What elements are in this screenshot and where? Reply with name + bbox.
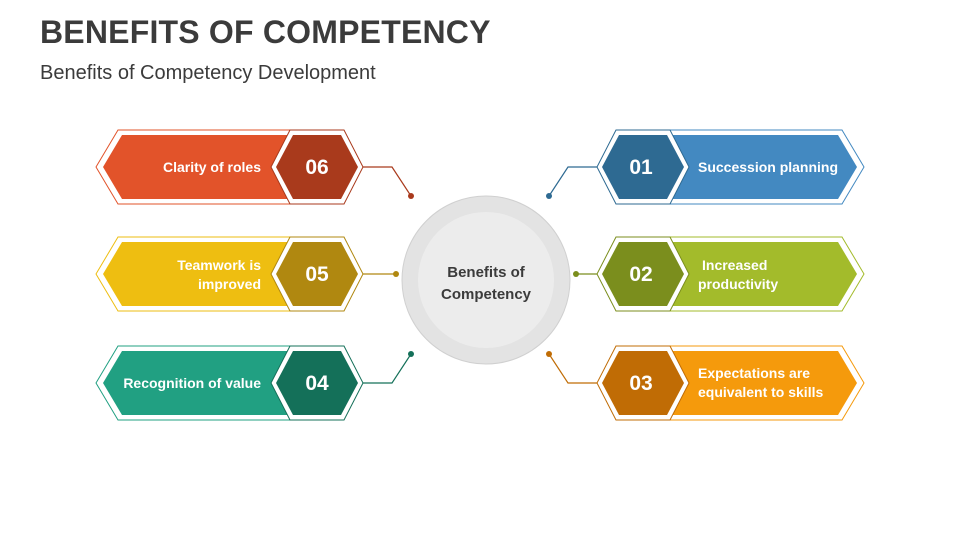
item-02-label-shape xyxy=(670,242,857,306)
item-05-label-line1: Teamwork is xyxy=(177,257,261,273)
center-text-line2: Competency xyxy=(441,286,532,303)
slide-subtitle: Benefits of Competency Development xyxy=(40,62,376,84)
connector-dot-04b xyxy=(408,351,414,357)
item-02-number: 02 xyxy=(629,263,652,286)
connector-dot-02b xyxy=(573,271,579,277)
item-01-label: Succession planning xyxy=(698,159,838,175)
item-04-label-shape xyxy=(103,351,290,415)
item-04-label-outline xyxy=(95,345,291,421)
item-06-label: Clarity of roles xyxy=(163,159,261,175)
item-05-label-line2: improved xyxy=(198,276,261,292)
item-06: Clarity of roles 06 xyxy=(95,129,364,205)
connector-dot-03b xyxy=(546,351,552,357)
item-02-label-line1: Increased xyxy=(702,257,767,273)
item-05-label-shape xyxy=(103,242,290,306)
item-01: Succession planning 01 xyxy=(596,129,865,205)
item-01-number-shape xyxy=(602,135,684,199)
item-06-label-shape xyxy=(103,135,290,199)
item-02-number-shape xyxy=(602,242,684,306)
connector-dot-01b xyxy=(546,193,552,199)
connector-dot-05b xyxy=(393,271,399,277)
center-inner-circle xyxy=(418,212,554,348)
center-node: Benefits of Competency xyxy=(401,195,571,365)
item-02-label-line2: productivity xyxy=(698,276,778,292)
item-02: Increased productivity 02 xyxy=(596,236,865,312)
item-03: Expectations are equivalent to skills 03 xyxy=(596,345,865,421)
item-03-number: 03 xyxy=(629,372,652,395)
slide-title: BENEFITS OF COMPETENCY xyxy=(40,14,491,50)
connector-06 xyxy=(358,166,412,197)
item-06-number: 06 xyxy=(305,156,328,179)
center-text-line1: Benefits of xyxy=(447,264,526,281)
item-03-label-line1: Expectations are xyxy=(698,365,810,381)
item-04-number: 04 xyxy=(305,372,329,395)
item-04-number-shape xyxy=(276,351,358,415)
item-03-label-line2: equivalent to skills xyxy=(698,384,823,400)
item-05: Teamwork is improved 05 xyxy=(95,236,364,312)
item-01-label-shape xyxy=(670,135,857,199)
item-01-number: 01 xyxy=(629,156,653,179)
item-06-label-outline xyxy=(95,129,291,205)
item-03-label-shape xyxy=(670,351,857,415)
item-05-number: 05 xyxy=(305,263,329,286)
item-05-label-outline xyxy=(95,236,291,312)
connector-01 xyxy=(548,166,602,197)
item-03-number-shape xyxy=(602,351,684,415)
item-05-number-shape xyxy=(276,242,358,306)
item-04: Recognition of value 04 xyxy=(95,345,364,421)
connector-dot-06b xyxy=(408,193,414,199)
item-06-number-shape xyxy=(276,135,358,199)
connector-04 xyxy=(358,353,412,384)
connector-03 xyxy=(548,353,602,384)
item-04-label: Recognition of value xyxy=(123,375,261,391)
